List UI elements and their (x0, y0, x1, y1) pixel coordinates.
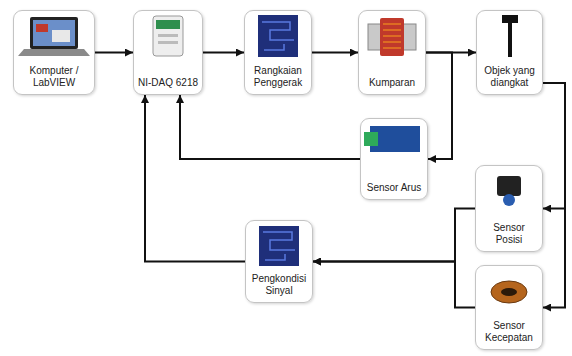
coil-turns (383, 24, 401, 48)
daq-slot (158, 41, 178, 44)
pcb-trace (262, 22, 294, 50)
component-box: Rangkaian Penggerak (244, 10, 312, 95)
pcb-trace (263, 232, 295, 260)
daq-slot (158, 34, 178, 37)
speed-sensor-icon (491, 281, 527, 303)
sensor-knob (503, 194, 515, 206)
component-box: Sensor Posisi (475, 165, 543, 252)
component-label: Pengkondisi Sinyal (249, 273, 309, 297)
component-box: Kumparan (358, 10, 426, 95)
coil-hole (501, 288, 517, 296)
laptop-window (36, 24, 48, 32)
component-box: NI-DAQ 6218 (133, 10, 203, 95)
position-sensor-icon (497, 176, 521, 206)
pcb-icon (259, 226, 299, 266)
signal-arrow (95, 52, 133, 54)
laptop-icon (18, 17, 90, 56)
coil-winding (380, 18, 404, 56)
signal-arrow (543, 83, 565, 308)
terminal-block (364, 132, 378, 146)
signal-arrow (203, 52, 244, 54)
component-label: NI-DAQ 6218 (137, 77, 199, 89)
laptop-base (18, 49, 90, 56)
daq-logo (156, 20, 180, 29)
signal-arrow (145, 95, 245, 262)
component-label: Komputer / LabVIEW (17, 65, 91, 89)
component-box: Sensor Arus (360, 118, 428, 200)
laptop-display (33, 20, 75, 46)
signal-arrow (180, 95, 360, 159)
laptop-window (52, 30, 70, 42)
laptop-screen (30, 17, 78, 49)
object-icon (502, 15, 518, 57)
current-sensor-icon (364, 126, 420, 152)
component-label: Sensor Kecepatan (479, 320, 539, 344)
component-label: Objek yang diangkat (480, 65, 539, 89)
signal-arrow (313, 262, 475, 308)
coil-icon (368, 18, 416, 56)
signal-arrow (426, 53, 452, 160)
signal-arrow (313, 209, 475, 262)
signal-arrow (543, 83, 565, 209)
signal-arrow (312, 52, 358, 54)
pcb-icon (258, 15, 298, 57)
pcb-board (259, 226, 299, 266)
component-box: Sensor Kecepatan (475, 265, 543, 350)
component-box: Komputer / LabVIEW (13, 10, 95, 95)
daq-device-icon (153, 16, 183, 56)
sensor-body (497, 176, 521, 196)
component-label: Sensor Arus (364, 182, 424, 194)
copper-coil (491, 281, 527, 303)
pcb-board (258, 15, 298, 57)
daq-body (153, 16, 183, 56)
component-label: Sensor Posisi (479, 222, 539, 246)
component-label: Rangkaian Penggerak (248, 65, 308, 89)
component-box: Pengkondisi Sinyal (245, 220, 313, 303)
component-label: Kumparan (362, 77, 422, 89)
object-head (502, 15, 518, 23)
component-box: Objek yang diangkat (476, 10, 543, 95)
object-shaft (508, 23, 512, 57)
